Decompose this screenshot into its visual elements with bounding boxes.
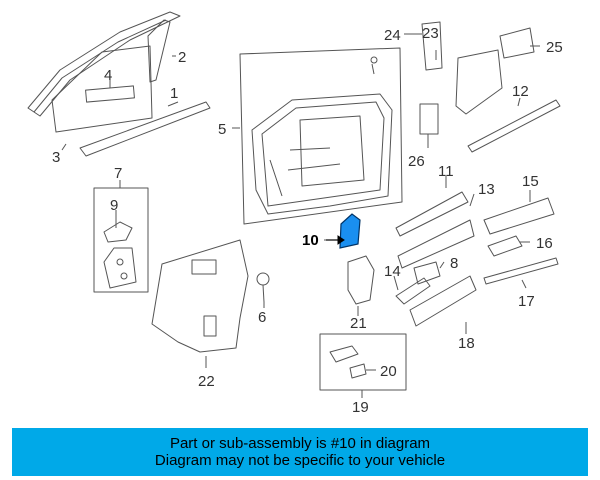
info-banner: Part or sub-assembly is #10 in diagram D… [12, 428, 588, 476]
callout-3: 3 [52, 149, 60, 166]
banner-line-2: Diagram may not be specific to your vehi… [154, 452, 446, 469]
part-17-lower-strip [483, 257, 559, 285]
callout-24: 24 [384, 27, 401, 44]
callout-26: 26 [408, 153, 425, 170]
callout-8: 8 [450, 255, 458, 272]
callout-10: 10 [302, 232, 319, 249]
part-5-door-panel [239, 47, 403, 225]
part-11-upper-trim [395, 191, 469, 237]
callout-14: 14 [384, 263, 401, 280]
callout-1: 1 [170, 85, 178, 102]
callout-13: 13 [478, 181, 495, 198]
callout-5: 5 [218, 121, 226, 138]
banner-line-1: Part or sub-assembly is #10 in diagram [169, 435, 431, 452]
part-26-switch [419, 103, 439, 135]
part-22-cutout [203, 315, 217, 337]
part-13-armrest [397, 219, 475, 269]
part-14-pull-handle [395, 277, 431, 305]
part-24-switch-bracket [421, 21, 443, 71]
part-16-handle [487, 235, 523, 257]
callout-19: 19 [352, 399, 369, 416]
part-15-trim [483, 197, 555, 235]
part-1-sill-trim [79, 101, 211, 157]
part-12-belt-moulding [467, 99, 561, 153]
part-7-hinge-kit [93, 187, 149, 293]
callout-22: 22 [198, 373, 215, 390]
callout-21: 21 [350, 315, 367, 332]
part-21-bezel [347, 255, 375, 305]
part-6-clip [256, 272, 270, 303]
leader-lines [61, 33, 540, 398]
callout-18: 18 [458, 335, 475, 352]
part-2-pillar-strip [147, 19, 171, 83]
callout-20: 20 [380, 363, 397, 380]
callout-6: 6 [258, 309, 266, 326]
part-10-arrow [326, 235, 345, 245]
callout-15: 15 [522, 173, 539, 190]
callout-9: 9 [110, 197, 118, 214]
part-18-lower-trim [409, 275, 477, 327]
callout-7: 7 [114, 165, 122, 182]
part-22-cutout [191, 259, 217, 275]
callout-12: 12 [512, 83, 529, 100]
part-10-highlighted[interactable] [339, 213, 361, 249]
part-23-window-switch [455, 49, 503, 115]
part-19-light-kit [319, 333, 407, 391]
part-22-water-shield [151, 239, 249, 353]
callout-4: 4 [104, 67, 112, 84]
part-25-mirror-switch [499, 27, 535, 59]
callout-11: 11 [438, 163, 454, 180]
callout-2: 2 [178, 49, 186, 66]
part-8-handle-cover [413, 261, 441, 285]
callout-23: 23 [422, 25, 439, 42]
callout-17: 17 [518, 293, 535, 310]
callout-16: 16 [536, 235, 553, 252]
exploded-parts-diagram: 1 2 3 4 5 6 7 8 9 10 11 12 13 14 15 16 1… [27, 11, 563, 416]
callout-25: 25 [546, 39, 563, 56]
